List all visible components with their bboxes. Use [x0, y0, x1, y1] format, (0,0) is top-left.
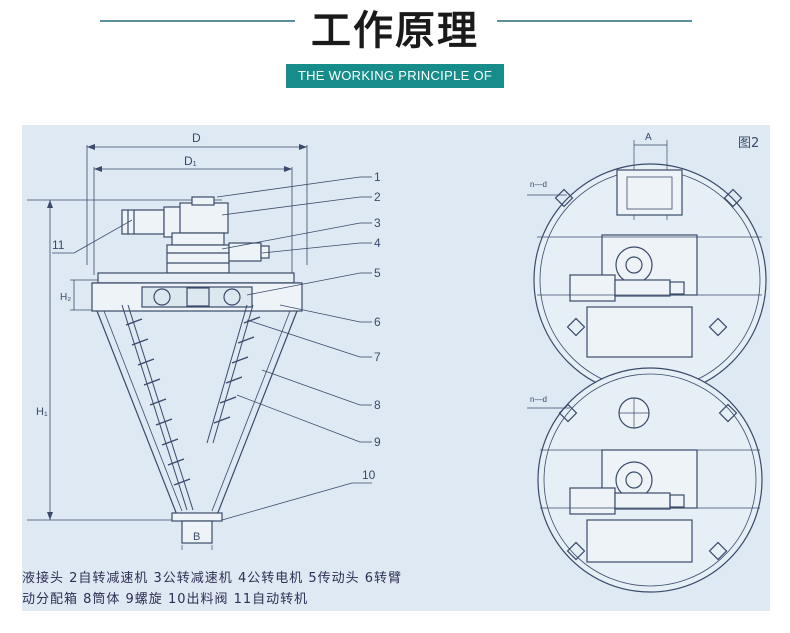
page-subtitle-badge: THE WORKING PRINCIPLE OF	[286, 64, 504, 88]
callout-numbers: 1 2 3 4 5 6 7 8 9 10 11	[52, 170, 381, 482]
dim-label-d: D	[192, 131, 201, 145]
top-view-upper	[527, 140, 767, 397]
callout-5: 5	[374, 266, 381, 280]
title-divider-left	[100, 20, 295, 22]
callout-4: 4	[374, 236, 381, 250]
mixer-schematic: D D₁ H₁	[27, 131, 767, 593]
callout-leaders	[52, 176, 372, 521]
dimension-d1	[93, 166, 293, 275]
legend-line-1: 液接头 2自转减速机 3公转减速机 4公转电机 5传动头 6转臂	[22, 571, 403, 586]
callout-10: 10	[362, 468, 376, 482]
callout-6: 6	[374, 315, 381, 329]
section-mark-upper: n—d	[530, 180, 547, 189]
dim-label-h1: H₁	[36, 406, 48, 418]
dimension-d	[86, 144, 308, 265]
legend-line-2: 动分配箱 8筒体 9螺旋 10出料阀 11自动转机	[22, 592, 309, 607]
section-mark-lower: n—d	[530, 395, 547, 404]
right-screw	[206, 304, 261, 444]
callout-1: 1	[374, 170, 381, 184]
title-divider-right	[497, 20, 692, 22]
callout-3: 3	[374, 216, 381, 230]
figure-label: 图2	[738, 136, 759, 151]
diagram-panel: D D₁ H₁	[22, 125, 770, 611]
callout-11: 11	[52, 238, 65, 252]
callout-7: 7	[374, 350, 381, 364]
drive-assembly	[121, 196, 270, 274]
callout-8: 8	[374, 398, 381, 412]
callout-2: 2	[374, 190, 381, 204]
dimension-b	[181, 545, 213, 550]
dimension-h1	[27, 199, 222, 521]
top-cover	[91, 272, 303, 312]
header: 工作原理	[0, 0, 790, 60]
top-view-lower	[527, 367, 763, 593]
dim-label-h2: H₂	[60, 292, 71, 303]
page-title: 工作原理	[311, 8, 479, 54]
left-screw	[121, 304, 194, 511]
dim-label-a: A	[645, 132, 652, 143]
callout-9: 9	[374, 435, 381, 449]
dim-label-d1: D₁	[184, 154, 197, 168]
dim-label-b: B	[193, 531, 200, 543]
cone-vessel	[96, 310, 298, 544]
